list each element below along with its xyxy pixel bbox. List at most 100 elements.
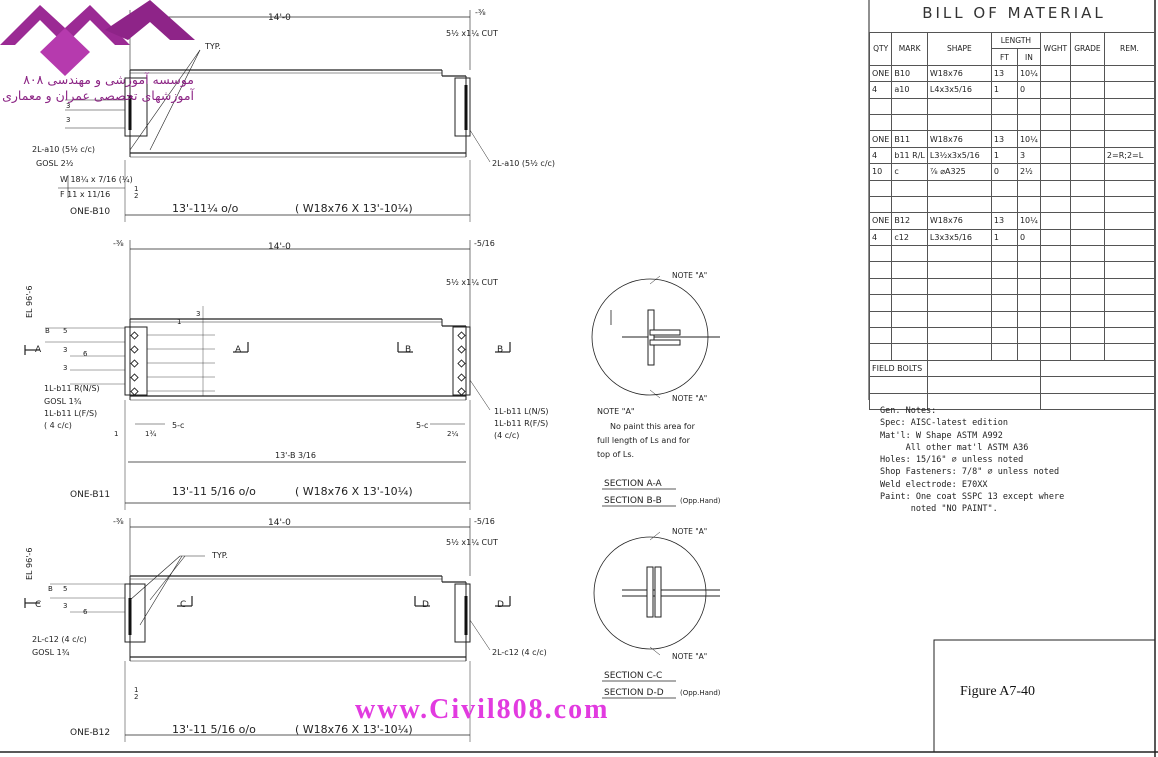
bom-cell-grade: [1069, 261, 1105, 279]
bom-cell-ft: [990, 277, 1018, 296]
beam-b12: 14'-0 -⅜ -5/16 5½ x1¼ CUT TYP. EL 96'-6 …: [24, 517, 547, 742]
bom-row: [868, 179, 1156, 197]
note-a-callout-1: NOTE "A": [672, 271, 707, 280]
bom-header-shape: SHAPE: [926, 32, 992, 66]
bom-cell-rem: [1103, 228, 1156, 247]
svg-text:1: 1: [134, 185, 138, 193]
bom-cell-shape: L3½x3x5/16: [926, 146, 992, 165]
b11-right-label-1: 1L-b11 L(N/S): [494, 407, 549, 416]
bom-cell-ft: [990, 195, 1018, 214]
svg-text:B: B: [48, 585, 53, 593]
bom-row: [868, 277, 1156, 296]
bom-cell-mark: B10: [891, 64, 928, 83]
bom-cell-qty: [868, 343, 893, 361]
b11-member: ( W18x76 X 13'-10¼): [295, 485, 413, 498]
bom-cell-shape: [926, 343, 992, 361]
bom-cell-qty: 4: [868, 146, 893, 165]
bom-cell-grade: [1069, 113, 1105, 132]
b12-left-label-1: 2L-c12 (4 c/c): [32, 635, 87, 644]
svg-text:6: 6: [83, 350, 88, 358]
bom-cell-ft: 13: [990, 130, 1018, 148]
note-a-callout-3: NOTE "A": [672, 527, 707, 536]
bom-cell-wght: [1039, 64, 1071, 83]
bom-cell-wght: [1039, 163, 1071, 181]
svg-text:1: 1: [177, 318, 181, 326]
note-line: All other mat'l ASTM A36: [880, 442, 1029, 453]
bom-cell-mark: [891, 195, 928, 214]
bom-cell-qty: ONE: [868, 212, 893, 230]
note-line: Weld electrode: E70XX: [880, 479, 988, 490]
bom-cell-in: [1016, 195, 1041, 214]
logo-line-2: آموزشهای تخصصی عمران و معماری: [2, 88, 194, 103]
bom-cell-wght: [1039, 277, 1071, 296]
svg-text:3: 3: [63, 602, 67, 610]
bom-cell-shape: [926, 277, 992, 296]
b11-right-label-3: (4 c/c): [494, 431, 519, 440]
section-dd-title: SECTION D-D: [604, 688, 664, 698]
bom-cell-qty: 4: [868, 81, 893, 99]
bom-cell-in: 10¼: [1016, 212, 1041, 230]
bom-cell-qty: ONE: [868, 64, 893, 83]
bom-cell-grade: [1069, 310, 1105, 329]
bom-cell-grade: [1069, 245, 1105, 263]
bom-cell-mark: [891, 327, 928, 345]
bom-cell-ft: [990, 113, 1018, 132]
bom-cell-mark: [891, 294, 928, 312]
bom-cell-shape: [926, 179, 992, 197]
bom-cell-rem: [1103, 327, 1156, 345]
bom-row: [868, 195, 1156, 214]
bom-cell-rem: [1103, 64, 1156, 83]
section-aa-title: SECTION A-A: [604, 479, 663, 489]
bom-cell-shape: W18x76: [926, 212, 992, 230]
b10-length-top: 14'-0: [268, 13, 291, 23]
note-line: Paint: One coat SSPC 13 except where: [880, 492, 1065, 503]
b12-left-label-2: GOSL 1¾: [32, 648, 70, 657]
bom-cell-grade: [1069, 343, 1105, 361]
bom-cell-in: [1016, 327, 1041, 345]
bom-cell-in: [1016, 261, 1041, 279]
bom-cell-grade: [1069, 81, 1105, 99]
bom-cell-rem: [1103, 245, 1156, 263]
bom-row: [868, 327, 1156, 345]
bom-cell-mark: c12: [891, 228, 928, 247]
bom-cell-in: [1016, 343, 1041, 361]
b11-section-a-right: A: [235, 345, 242, 355]
bom-cell-wght: [1039, 245, 1071, 263]
bom-row: [868, 245, 1156, 263]
bom-header-rem: REM.: [1103, 32, 1156, 66]
b12-elevation: EL 96'-6: [25, 548, 34, 580]
bom-cell-grade: [1069, 294, 1105, 312]
bom-row: [868, 261, 1156, 279]
b11-left-label-3: 1L-b11 L(F/S): [44, 409, 97, 418]
svg-text:2¼: 2¼: [447, 430, 458, 438]
b10-typ-label: TYP.: [204, 42, 221, 51]
bom-cell-qty: 10: [868, 163, 893, 181]
logo-icon: [0, 0, 195, 76]
bom-row: [868, 343, 1156, 361]
note-a-callout-2: NOTE "A": [672, 394, 707, 403]
note-line: noted "NO PAINT".: [880, 504, 998, 515]
svg-text:3: 3: [66, 116, 70, 124]
bom-cell-mark: a10: [891, 81, 928, 99]
note-a-text-2: full length of Ls and for: [597, 436, 691, 445]
bom-cell-ft: [990, 179, 1018, 197]
svg-text:3: 3: [63, 346, 67, 354]
bom-cell-qty: [868, 327, 893, 345]
bom-cell-mark: [891, 113, 928, 132]
section-cc-title: SECTION C-C: [604, 671, 662, 681]
svg-text:5: 5: [63, 327, 67, 335]
bom-cell-shape: ⅞ ⌀A325: [926, 163, 992, 181]
section-bb-note: (Opp.Hand): [680, 497, 721, 505]
figure-label: Figure A7-40: [960, 684, 1036, 699]
b12-typ-label: TYP.: [211, 551, 228, 560]
bom-cell-qty: [868, 113, 893, 132]
bom-cell-wght: [1039, 97, 1071, 115]
bom-cell-ft: [990, 294, 1018, 312]
note-a-text-1: No paint this area for: [610, 422, 696, 431]
watermark-url[interactable]: www.Civil808.com: [355, 694, 610, 725]
bom-cell-qty: [868, 310, 893, 329]
